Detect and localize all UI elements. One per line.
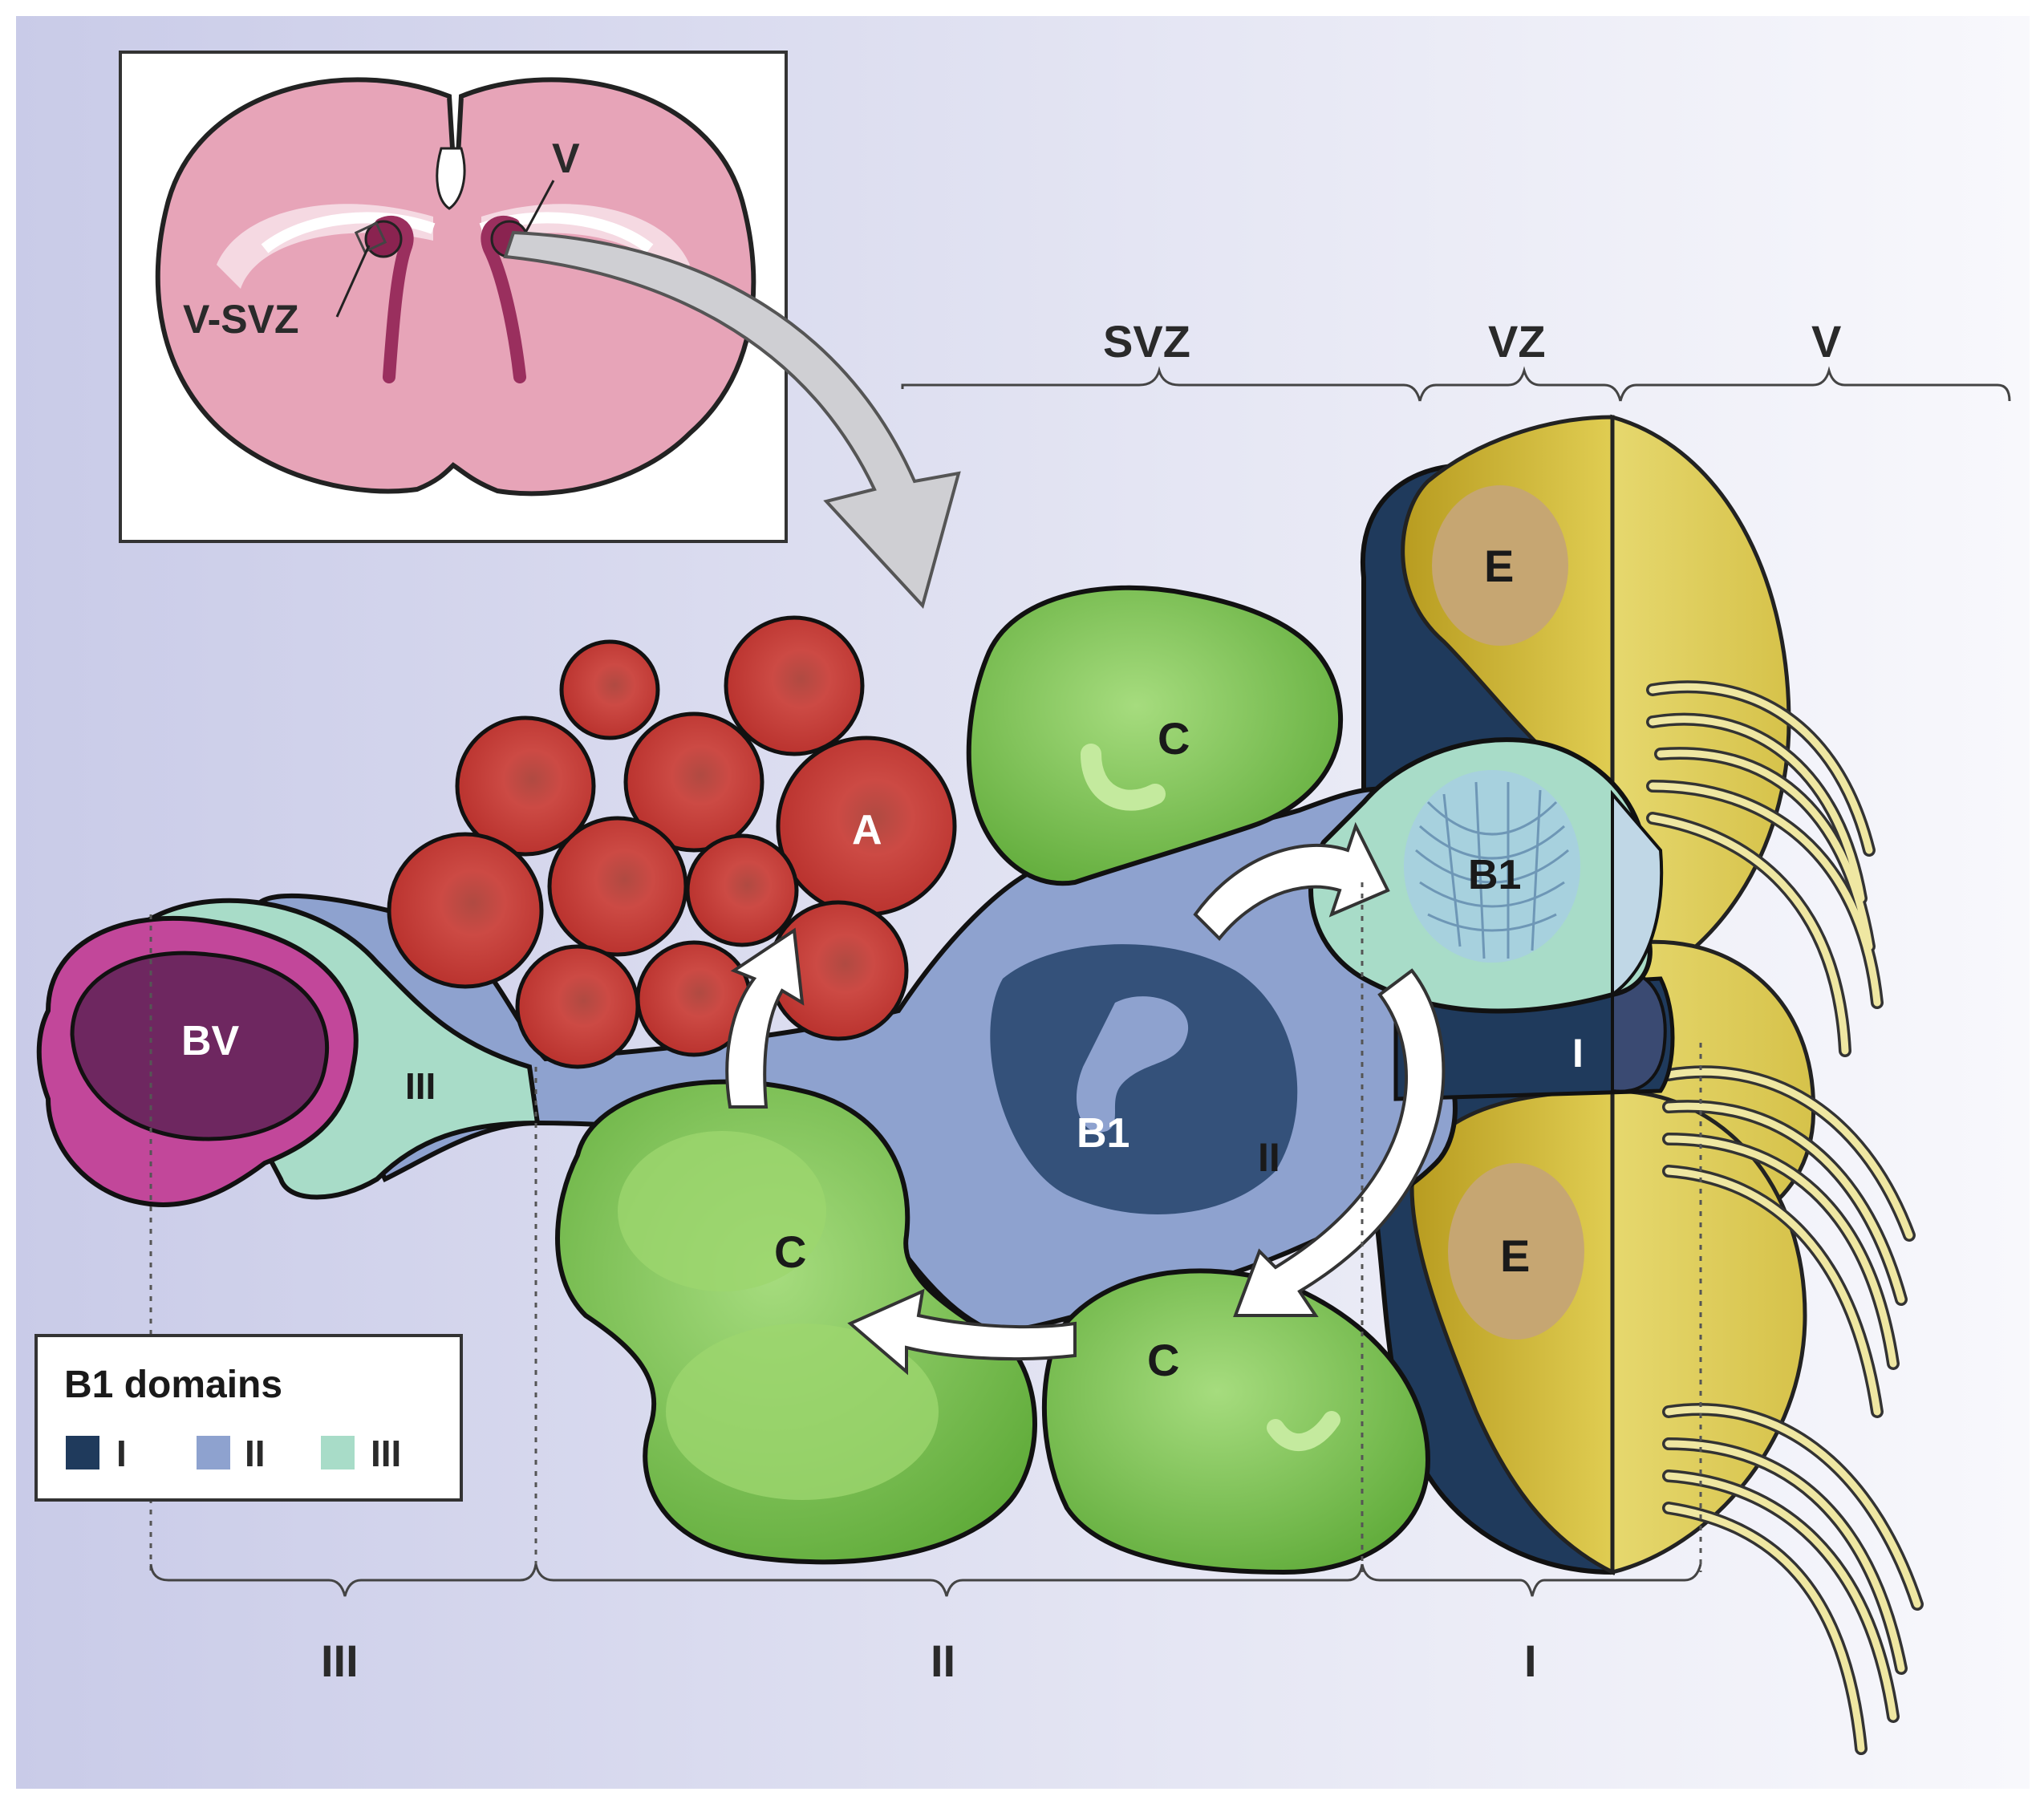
legend-label-ii: II <box>245 1433 266 1474</box>
right-ventricle <box>481 215 526 383</box>
zoom-arrow <box>503 230 961 610</box>
legend-label-iii: III <box>371 1433 401 1474</box>
bottom-brackets <box>149 1563 1702 1597</box>
top-brackets <box>901 366 2011 402</box>
label-b1-apical: B1 <box>1468 852 1521 898</box>
label-bv: BV <box>181 1018 240 1064</box>
legend-swatch-i <box>66 1436 99 1469</box>
type-c-cell-bottom <box>1041 1268 1431 1575</box>
label-e-bottom: E <box>1500 1230 1530 1281</box>
label-e-top: E <box>1484 541 1514 591</box>
inset-label-vsvz: V-SVZ <box>183 297 298 342</box>
label-c-left: C <box>774 1226 806 1277</box>
b1-nucleus <box>990 944 1298 1214</box>
bottom-label-iii: III <box>321 1636 359 1686</box>
legend-swatch-ii <box>197 1436 230 1469</box>
type-c-cell-top <box>966 585 1344 886</box>
legend-swatch-iii <box>321 1436 355 1469</box>
legend-title: B1 domains <box>64 1364 282 1406</box>
top-label-svz: SVZ <box>1103 316 1190 367</box>
label-b1-main: B1 <box>1077 1110 1129 1157</box>
label-domain-i: I <box>1572 1031 1584 1076</box>
bottom-label-i: I <box>1524 1636 1537 1686</box>
type-a-cells <box>387 615 957 1069</box>
inset-label-v: V <box>552 136 580 182</box>
legend-label-i: I <box>116 1433 127 1474</box>
label-domain-ii: II <box>1258 1135 1280 1180</box>
label-c-bottom: C <box>1147 1335 1179 1385</box>
label-a: A <box>852 807 882 853</box>
top-label-vz: VZ <box>1488 316 1546 367</box>
label-domain-iii: III <box>405 1065 436 1107</box>
left-ventricle <box>375 215 414 383</box>
label-c-top: C <box>1158 713 1190 764</box>
legend-box <box>34 1334 463 1502</box>
lineage-arrows <box>725 821 1446 1376</box>
domain-guides <box>149 882 1702 1572</box>
legend: B1 domains I II III <box>34 1334 463 1502</box>
top-label-v: V <box>1811 316 1841 367</box>
bottom-label-ii: II <box>931 1636 955 1686</box>
brain-section <box>155 77 756 497</box>
